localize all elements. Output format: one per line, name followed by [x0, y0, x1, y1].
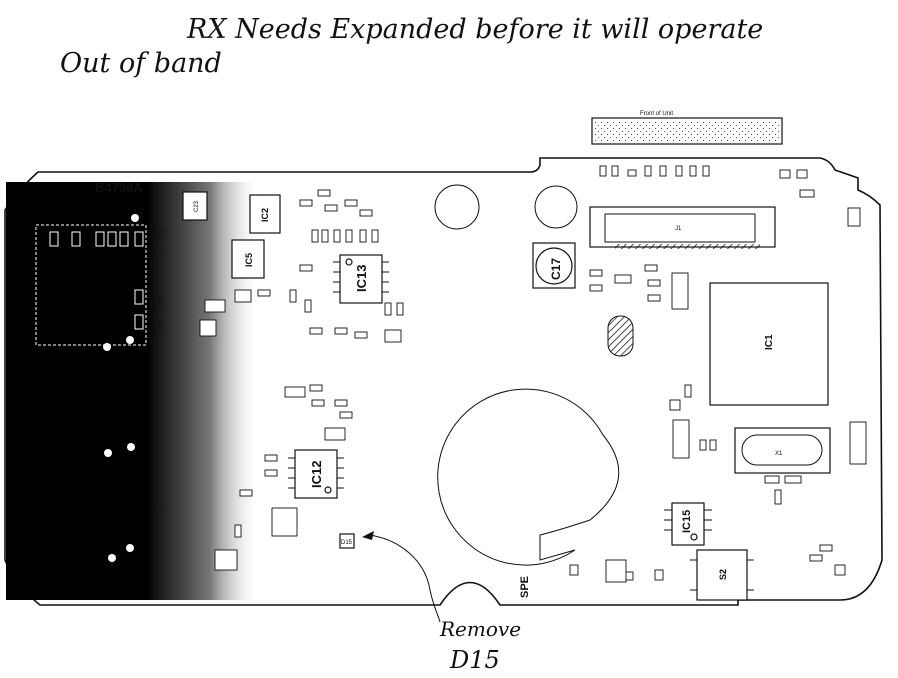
- ic13-package: IC13: [333, 254, 389, 304]
- j1-label: J1: [675, 226, 682, 232]
- smd-components: [199, 165, 867, 583]
- scale-mark-30: +30: [158, 319, 164, 330]
- switch-s2: S2: [690, 549, 754, 601]
- callout-arrow-line: [369, 534, 441, 623]
- mounting-hole: [534, 185, 578, 229]
- ic2-package: [249, 194, 281, 234]
- header-caption: Front of Unit: [640, 111, 673, 117]
- handwritten-note-line1: RX Needs Expanded before it will operate: [186, 14, 763, 45]
- mounting-hole: [434, 184, 480, 230]
- hatched-pad: [607, 315, 634, 357]
- ic5-label: IC5: [244, 253, 254, 267]
- shaded-ground-region: [6, 182, 261, 600]
- board-part-number: B4790A: [95, 180, 143, 195]
- crystal-x1: X1: [734, 427, 831, 474]
- mounting-dots: [103, 214, 139, 562]
- ic15-package: IC15: [664, 502, 712, 546]
- scale-mark-20: +20: [158, 295, 164, 306]
- s2-label: S2: [718, 569, 728, 580]
- ic12-package: IC12: [288, 449, 344, 499]
- ic2-label: IC2: [260, 208, 270, 222]
- ic1-package: [709, 282, 829, 406]
- x1-label: X1: [775, 451, 783, 457]
- silkscreen-spe: SPE: [519, 576, 531, 598]
- mounting-hole-bottom: [439, 582, 501, 606]
- diode-d15: [339, 533, 355, 549]
- front-connector-header: Front of Unit: [591, 111, 783, 145]
- handwritten-note-line2: Out of band: [60, 48, 222, 79]
- speaker-cutout: [437, 388, 620, 566]
- callout-remove: Remove: [439, 617, 521, 641]
- capacitor-c23: [182, 191, 208, 221]
- ic13-label: IC13: [354, 265, 369, 292]
- left-pad-grid: [35, 224, 147, 346]
- ic15-label: IC15: [681, 510, 693, 533]
- connector-j1: J1: [589, 206, 776, 249]
- ic5-package: [231, 239, 265, 279]
- c23-label: C23: [194, 200, 200, 212]
- ic1-label: IC1: [764, 334, 775, 350]
- c17-label: C17: [549, 258, 563, 280]
- d15-label: D15: [341, 540, 353, 546]
- callout-arrowhead-icon: [362, 531, 374, 540]
- scale-mark-10: +10: [158, 227, 164, 238]
- callout-d15: D15: [449, 646, 500, 674]
- ic12-label: IC12: [309, 461, 324, 488]
